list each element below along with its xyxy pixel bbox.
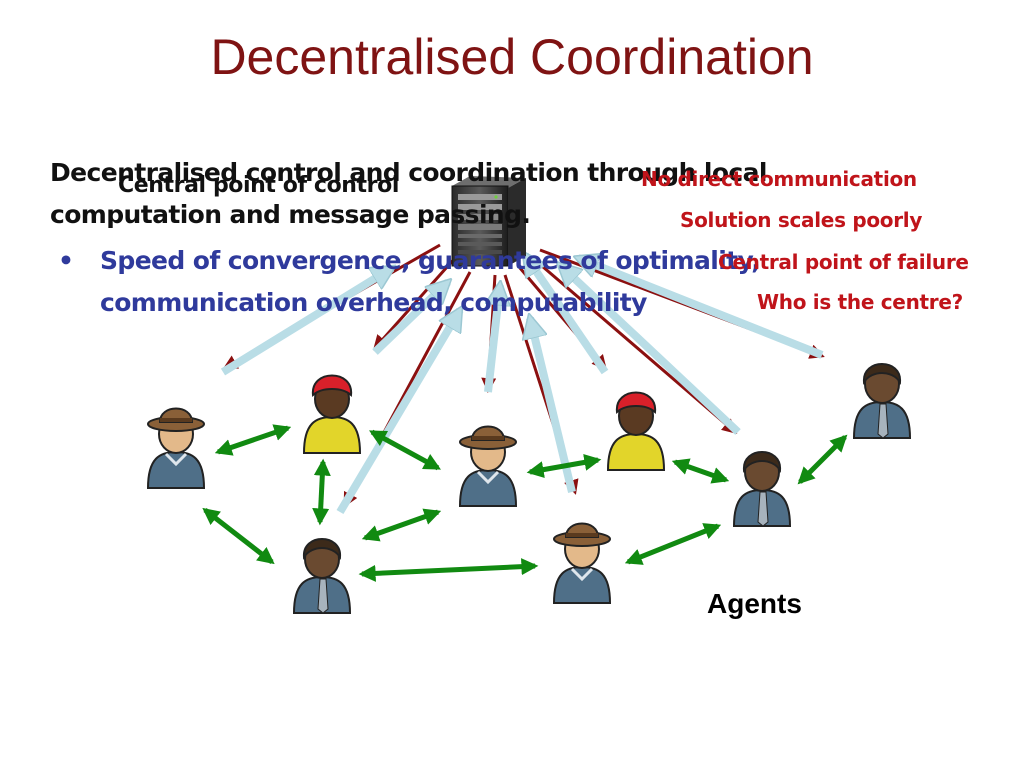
blue-arrow-7: [560, 265, 741, 435]
slide-title: Decentralised Coordination: [210, 29, 814, 85]
link-5: [361, 508, 442, 542]
agent-links: [202, 424, 848, 582]
red-arrow-2: [373, 257, 457, 351]
blue-arrow-8: [578, 258, 824, 359]
agent-icon: [606, 391, 666, 471]
link-8: [358, 558, 539, 582]
issue-point-of-failure: Central point of failure: [718, 250, 969, 274]
agent-icon: [302, 374, 362, 454]
link-4: [202, 507, 275, 565]
link-10: [797, 434, 848, 485]
agents-label: Agents: [707, 588, 802, 619]
report-arrows-up: [220, 255, 824, 515]
agent-icon: [458, 425, 518, 507]
link-7: [671, 458, 730, 484]
blue-arrow-2: [372, 282, 448, 355]
server-icon: [451, 176, 526, 267]
central-point-label: Central point of control: [118, 173, 399, 198]
issue-no-direct-communication: No direct communication: [641, 167, 917, 191]
issue-scales-poorly: Solution scales poorly: [680, 208, 923, 232]
link-2: [312, 458, 331, 526]
blue-arrow-1: [220, 268, 392, 376]
agent-icon: [292, 538, 352, 614]
subtitle: Decentralised control and coordination t…: [50, 158, 767, 229]
bullet-text: Speed of convergence, guarantees of opti…: [100, 246, 761, 317]
blue-arrow-3: [336, 310, 460, 515]
agent-icon: [552, 522, 612, 604]
issue-who-is-centre: Who is the centre?: [757, 290, 963, 314]
agent-icon: [852, 363, 912, 439]
agents: [146, 363, 912, 614]
agent-icon: [732, 451, 792, 527]
link-1: [214, 424, 292, 456]
bullet-icon: •: [58, 246, 74, 275]
blue-arrow-4: [484, 285, 500, 393]
link-9: [624, 523, 722, 565]
blue-arrow-6: [525, 255, 609, 375]
link-3: [369, 429, 441, 471]
link-6: [526, 453, 602, 479]
agent-icon: [146, 407, 206, 489]
